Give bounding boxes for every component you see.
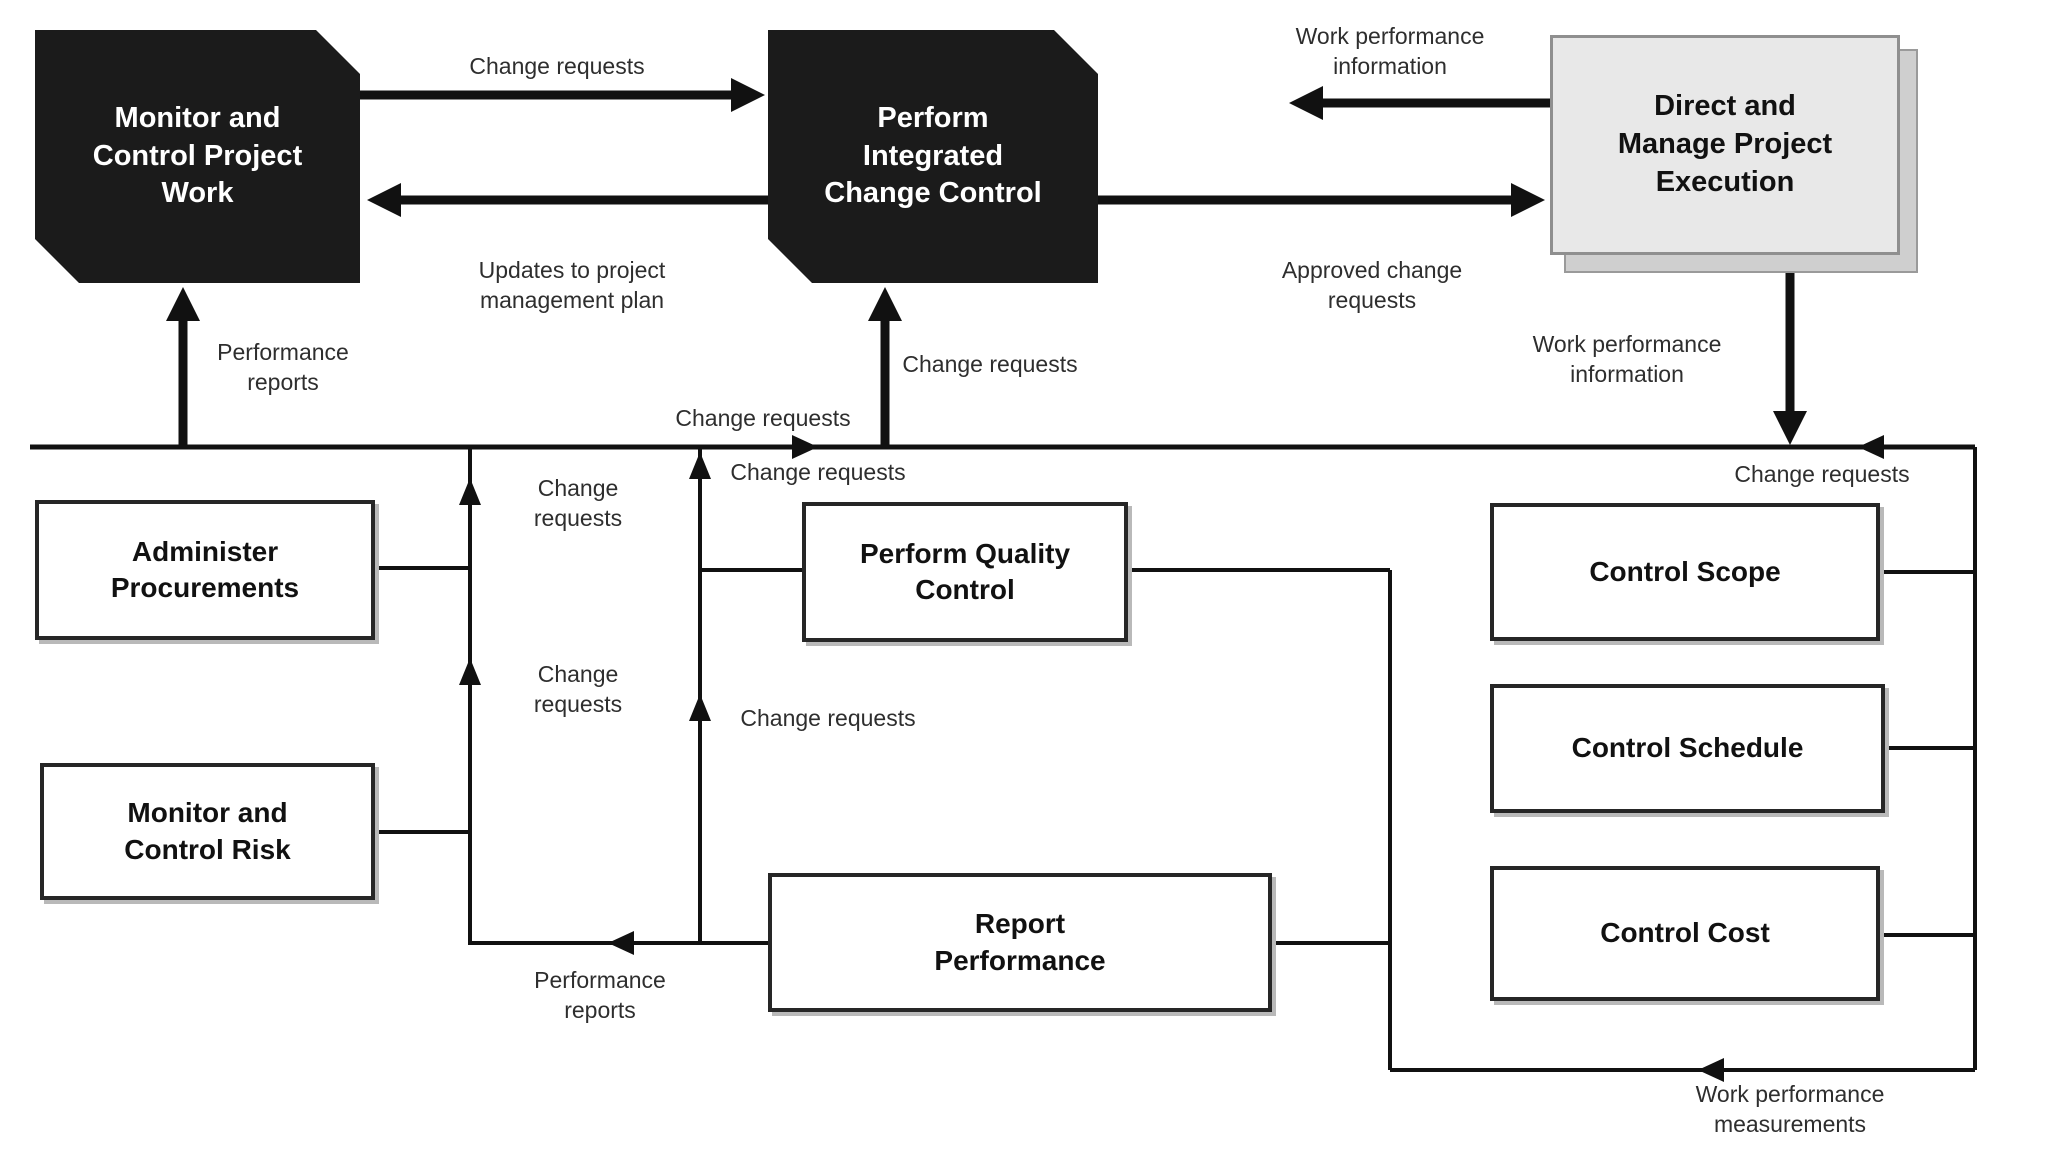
node-label: Monitor and Control Risk (124, 797, 291, 865)
node-monitor-control-project-work: Monitor and Control Project Work (35, 30, 360, 283)
label-change-requests-right: Change requests (1734, 461, 1910, 487)
node-label: Control Schedule (1571, 732, 1804, 764)
arrow-approved-change-requests (1098, 183, 1545, 217)
right-return-line (1390, 447, 1977, 1082)
label-change-requests-mid-lower: Change requests (740, 705, 916, 731)
center-riser-line (689, 447, 804, 943)
arrow-change-requests-up-to-picc (868, 287, 902, 447)
node-label: Monitor and Control Project Work (92, 101, 303, 210)
node-label: Perform Integrated Change Control (824, 101, 1042, 210)
label-approved-change-requests: Approved change requests (1281, 257, 1463, 313)
node-monitor-control-risk: Monitor and Control Risk (40, 763, 375, 900)
arrow-work-performance-information-top (1289, 86, 1550, 120)
node-administer-procurements: Administer Procurements (35, 500, 375, 640)
label-work-performance-measurements: Work performance measurements (1695, 1081, 1885, 1137)
node-control-schedule: Control Schedule (1490, 684, 1885, 813)
node-label: Report Performance (934, 908, 1106, 976)
arrow-updates-to-plan (367, 183, 768, 217)
label-change-requests-below-bus: Change requests (730, 459, 906, 485)
performance-reports-bottom-line (468, 931, 768, 955)
node-label: Administer Procurements (110, 535, 300, 603)
label-performance-reports-upper: Performance reports (217, 339, 349, 395)
node-label: Control Cost (1600, 917, 1770, 949)
main-bus-line (30, 435, 1975, 459)
label-work-performance-information-top: Work performance information (1295, 23, 1485, 79)
node-perform-quality-control: Perform Quality Control (802, 502, 1128, 642)
arrow-work-performance-information-down (1773, 260, 1807, 445)
arrow-change-requests-a-to-b (360, 78, 765, 112)
label-change-requests-a-to-b: Change requests (469, 53, 645, 79)
label-work-performance-information-down: Work performance information (1532, 331, 1722, 387)
node-direct-manage-project-execution: Direct and Manage Project Execution (1550, 35, 1900, 255)
node-control-cost: Control Cost (1490, 866, 1880, 1001)
label-updates-to-plan: Updates to project management plan (478, 257, 666, 313)
node-label: Perform Quality Control (859, 537, 1071, 605)
label-change-requests-left-upper: Change requests (533, 475, 623, 531)
node-report-performance: Report Performance (768, 873, 1272, 1012)
arrow-performance-reports-up (166, 287, 200, 447)
right-arrowhead-on-bus (792, 435, 818, 459)
left-arrowhead-on-bus (1858, 435, 1884, 459)
node-perform-integrated-change-control: Perform Integrated Change Control (768, 30, 1098, 283)
node-label: Direct and Manage Project Execution (1617, 90, 1833, 198)
label-change-requests-on-bus: Change requests (675, 405, 851, 431)
node-control-scope: Control Scope (1490, 503, 1880, 641)
label-change-requests-left-lower: Change requests (533, 661, 623, 717)
label-performance-reports-lower: Performance reports (534, 967, 666, 1023)
label-change-requests-to-picc: Change requests (902, 351, 1078, 377)
left-riser-line (375, 447, 481, 943)
node-label: Control Scope (1589, 555, 1781, 587)
mid-drop-line (1126, 568, 1392, 1070)
